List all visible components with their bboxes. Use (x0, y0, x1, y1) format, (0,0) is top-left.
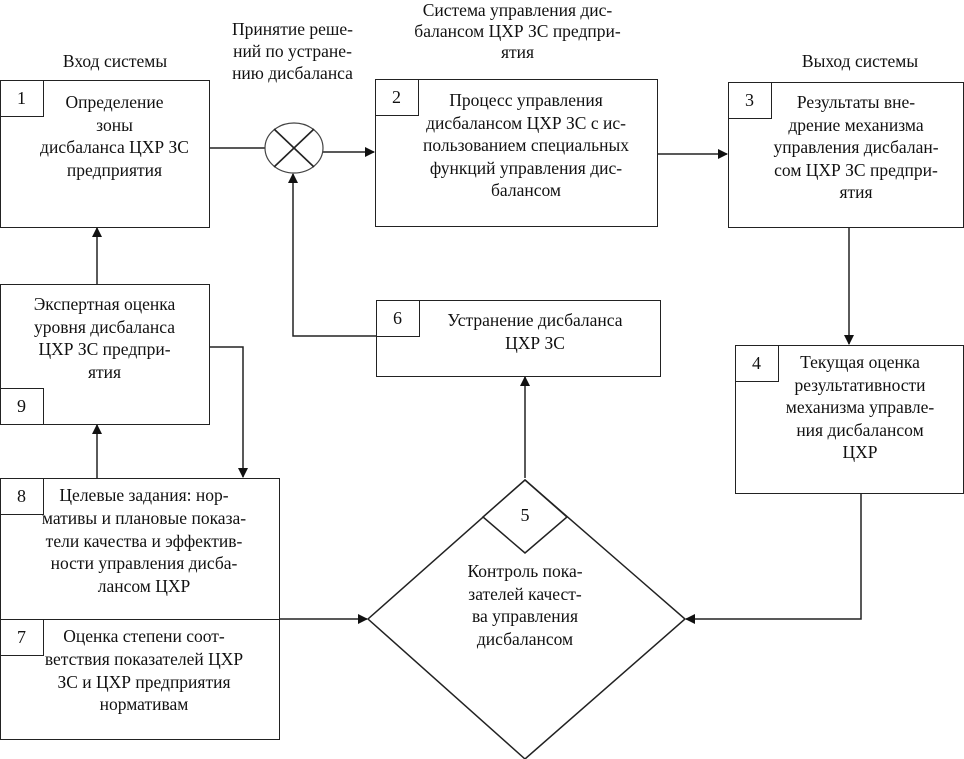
block-5-number: 5 (520, 505, 530, 525)
block-1-zone-definition: 1 Определение зоны дисбаланса ЦХР ЗС пре… (0, 79, 210, 228)
block-text: Определение зоны дисбаланса ЦХР ЗС предп… (40, 92, 189, 180)
block-text: Оценка степени соот- ветствия показателе… (44, 626, 244, 715)
block-number: 6 (375, 299, 420, 337)
block-text: Экспертная оценка уровня дисбаланса ЦХР … (33, 294, 176, 382)
block-7-compliance-assessment: 7 Оценка степени соот- ветствия показате… (0, 618, 280, 740)
block-number: 9 (0, 388, 44, 425)
connector-b4-b5 (685, 493, 862, 624)
block-number: 1 (0, 79, 44, 117)
block-text: Результаты вне- дрение механизма управле… (773, 92, 939, 202)
block-8-target-tasks: 8 Целевые задания: нор- мативы и плановы… (0, 477, 280, 620)
block-2-management-process: 2 Процесс управления дисбалансом ЦХР ЗС … (374, 78, 658, 227)
connector-b9-b8 (209, 346, 248, 478)
header-decision: Принятие реше- ний по устране- нию дисба… (232, 19, 353, 83)
block-number: 7 (0, 618, 44, 656)
block-9-expert-assessment: 9 Экспертная оценка уровня дисбаланса ЦХ… (0, 284, 210, 425)
block-5-quality-control: Контроль пока- зателей качест- ва управл… (467, 561, 583, 649)
block-number: 8 (0, 477, 44, 515)
summing-junction (264, 122, 324, 174)
header-output: Выход системы (801, 51, 919, 71)
block-text: Процесс управления дисбалансом ЦХР ЗС с … (422, 90, 630, 200)
header-system: Система управления дис- балансом ЦХР ЗС … (414, 0, 621, 62)
decision-diamond-b5 (366, 479, 687, 759)
header-input: Вход системы (62, 51, 168, 71)
block-number: 2 (374, 78, 419, 116)
block-3-results: 3 Результаты вне- дрение механизма управ… (727, 81, 964, 228)
block-text: Целевые задания: нор- мативы и плановые … (41, 485, 247, 597)
block-4-current-assessment: 4 Текущая оценка результативности механи… (734, 344, 964, 494)
block-number: 3 (727, 81, 772, 119)
block-6-imbalance-elimination: 6 Устранение дисбаланса ЦХР ЗС (375, 299, 661, 377)
block-text: Текущая оценка результативности механизм… (785, 352, 935, 462)
block-text: Устранение дисбаланса ЦХР ЗС (447, 310, 623, 353)
block-number: 4 (734, 344, 779, 382)
connector-b6-junction (288, 173, 376, 337)
